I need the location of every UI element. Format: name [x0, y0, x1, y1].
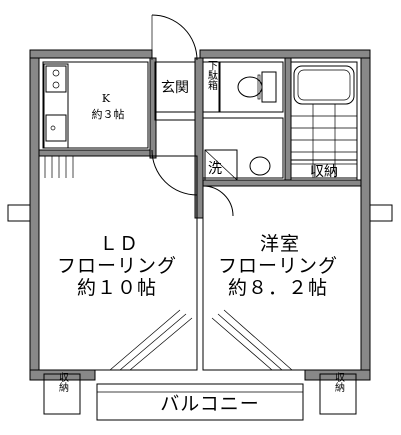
storage-right-label: 収納 [333, 372, 345, 393]
storage-main-label: 収納 [310, 164, 338, 180]
storage-main [290, 159, 358, 181]
stove-icon [45, 65, 67, 93]
balcony [96, 383, 304, 421]
storage-left-label: 収納 [57, 372, 69, 393]
toilet-area [219, 61, 284, 113]
kitchen-area [42, 61, 149, 149]
shoe-box-label: 下駄箱 [206, 60, 218, 91]
toilet-icon [257, 74, 261, 100]
entrance-area [151, 14, 198, 196]
ld-name: ＬＤ [99, 233, 139, 255]
outer-walls [29, 49, 371, 381]
balcony-label: バルコニー [160, 393, 260, 415]
western-name: 洋室 [260, 233, 300, 255]
bath-area [290, 61, 358, 179]
western-size: 約８．２帖 [228, 277, 328, 299]
shoe-box [202, 61, 220, 113]
washroom-area [202, 117, 284, 181]
ld-type: フローリング [57, 255, 177, 277]
ld-size: 約１０帖 [77, 277, 157, 299]
balcony-window-hatch [109, 309, 293, 371]
storage-right [319, 373, 357, 415]
western-door-swing [202, 185, 234, 217]
kitchen-size: 約３帖 [92, 107, 125, 121]
storage-left [43, 373, 81, 415]
ld-hatch [44, 156, 74, 178]
window-ledges [7, 204, 393, 222]
kitchen-name: K [102, 92, 111, 105]
washer-label: 洗 [208, 161, 222, 177]
ld-room [38, 155, 198, 371]
sink-icon [45, 114, 67, 142]
western-type: フローリング [218, 255, 338, 277]
basin-icon [249, 156, 271, 176]
entrance-name: 玄関 [161, 79, 189, 96]
washer-box [204, 149, 238, 181]
